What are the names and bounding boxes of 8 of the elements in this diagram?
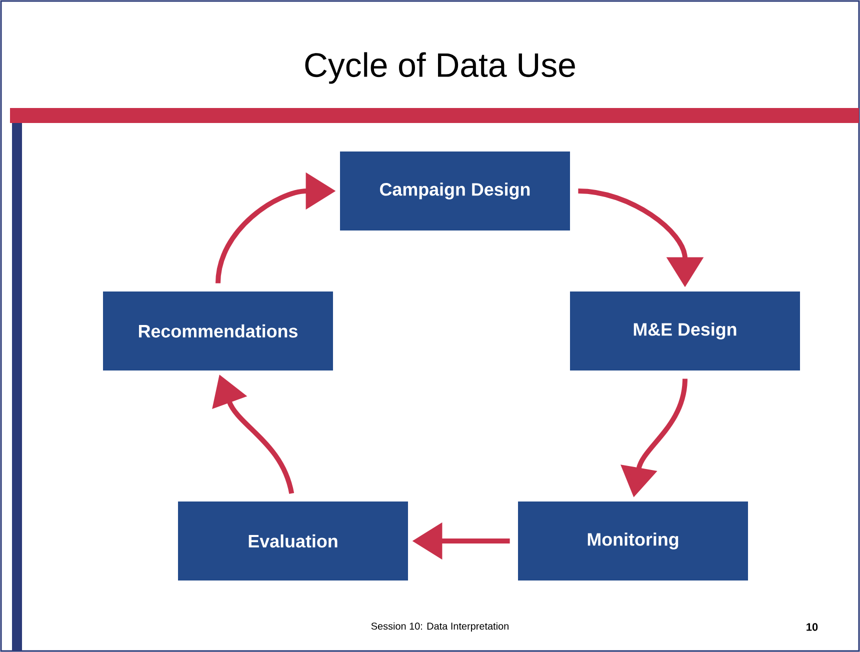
process-box: Monitoring xyxy=(518,502,748,580)
process-box: Campaign Design xyxy=(340,152,570,230)
footer-text: Session 10: Data Interpretation xyxy=(371,622,508,632)
slide-title: Cycle of Data Use xyxy=(305,52,575,84)
process-box: Recommendations xyxy=(103,292,333,370)
process-box: Evaluation xyxy=(178,502,408,580)
page-number: 10 xyxy=(806,623,818,631)
process-box: M&E Design xyxy=(570,292,800,370)
